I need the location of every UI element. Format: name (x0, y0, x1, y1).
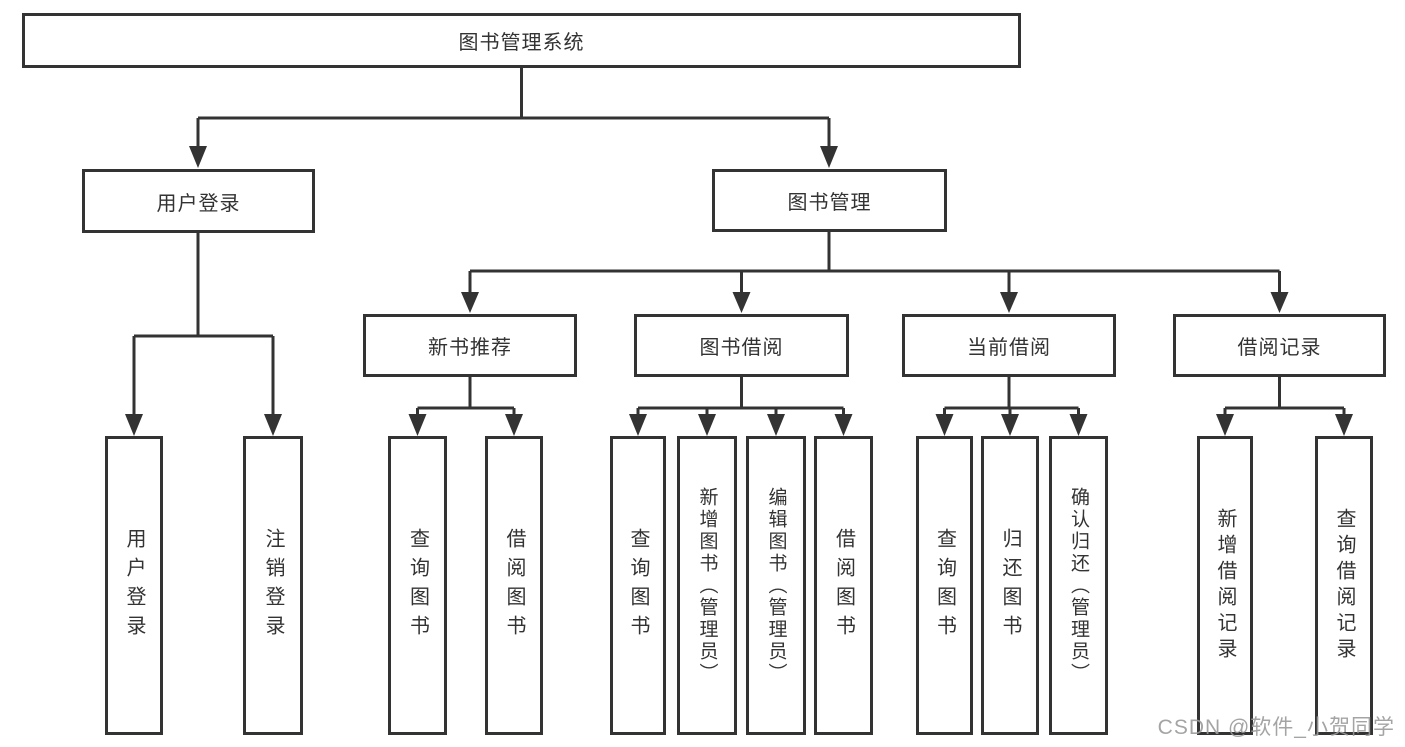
node-label: 借阅记录 (1237, 337, 1322, 359)
leaf-logout: 注销登录 (243, 436, 303, 735)
leaf-label: 借阅图书 (503, 527, 525, 644)
arrowhead-icons (125, 146, 1353, 436)
leaf-label: 新增图书（管理员） (696, 486, 718, 685)
node-label: 当前借阅 (967, 337, 1051, 359)
leaf-borrow-books-borrowing: 借阅图书 (814, 436, 873, 735)
leaf-label: 借阅图书 (832, 527, 855, 644)
node-library-management-system: 图书管理系统 (22, 13, 1021, 68)
node-user-login: 用户登录 (82, 169, 315, 233)
leaf-add-borrow-record: 新增借阅记录 (1197, 436, 1253, 735)
watermark-text: CSDN @软件_小贺同学 (1157, 716, 1395, 739)
leaf-query-books-borrowing: 查询图书 (610, 436, 666, 735)
leaf-add-book-admin: 新增图书（管理员） (677, 436, 737, 735)
node-label: 图书管理 (787, 192, 872, 214)
leaf-borrow-books-recommend: 借阅图书 (485, 436, 543, 735)
leaf-edit-book-admin: 编辑图书（管理员） (746, 436, 806, 735)
node-book-borrowing: 图书借阅 (634, 314, 849, 377)
leaf-label: 用户登录 (123, 527, 145, 644)
leaf-return-books: 归还图书 (981, 436, 1039, 735)
node-borrowing-records: 借阅记录 (1173, 314, 1386, 377)
leaf-query-borrow-record: 查询借阅记录 (1315, 436, 1373, 735)
node-book-management: 图书管理 (712, 169, 947, 232)
leaf-label: 编辑图书（管理员） (765, 486, 787, 685)
leaf-label: 归还图书 (999, 527, 1021, 644)
leaf-label: 查询图书 (933, 527, 956, 644)
node-new-book-recommendation: 新书推荐 (363, 314, 577, 377)
leaf-label: 查询图书 (406, 527, 429, 644)
leaf-label: 确认归还（管理员） (1068, 486, 1089, 685)
node-label: 图书借阅 (699, 337, 784, 359)
node-label: 用户登录 (156, 192, 241, 215)
leaf-query-books-current: 查询图书 (916, 436, 973, 735)
node-label: 新书推荐 (428, 337, 512, 359)
leaf-label: 查询借阅记录 (1333, 507, 1355, 664)
leaf-query-books-recommend: 查询图书 (388, 436, 447, 735)
leaf-label: 新增借阅记录 (1214, 507, 1236, 664)
leaf-label: 注销登录 (262, 527, 284, 644)
leaf-user-login: 用户登录 (105, 436, 163, 735)
node-current-borrowing: 当前借阅 (902, 314, 1116, 377)
node-label: 图书管理系统 (458, 32, 585, 54)
leaf-confirm-return-admin: 确认归还（管理员） (1049, 436, 1108, 735)
leaf-label: 查询图书 (627, 527, 649, 644)
